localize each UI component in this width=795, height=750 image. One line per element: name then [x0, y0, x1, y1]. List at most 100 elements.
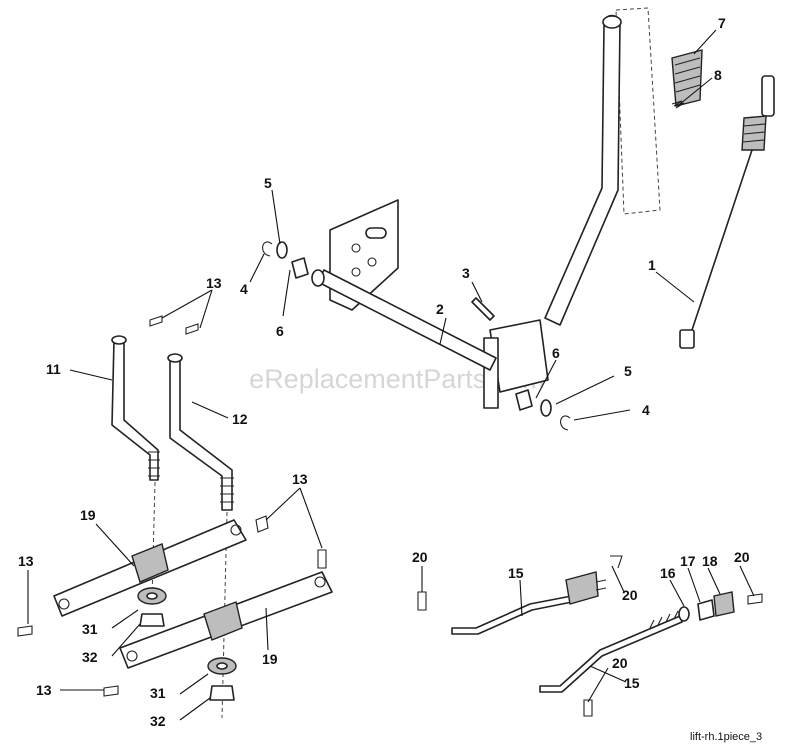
callout-20: 20 — [622, 587, 638, 603]
nut-17 — [697, 599, 715, 621]
callout-19: 19 — [262, 651, 278, 667]
callout-20: 20 — [612, 655, 628, 671]
callout-13: 13 — [18, 553, 34, 569]
trunnion-upper-bore — [146, 592, 158, 600]
bushing-left — [291, 257, 309, 279]
cotter-pin — [185, 323, 199, 335]
callout-3: 3 — [462, 265, 470, 281]
callout-31: 31 — [82, 621, 98, 637]
lift-link-right — [169, 357, 233, 511]
lift-link-right-top — [167, 353, 183, 363]
lift-rod-end — [679, 329, 695, 349]
callout-19: 19 — [80, 507, 96, 523]
callout-13: 13 — [206, 275, 222, 291]
callout-13: 13 — [36, 682, 52, 698]
plate-hole — [351, 267, 361, 277]
cotter-pin-20 — [417, 591, 427, 611]
cotter-pin — [317, 549, 327, 569]
grip-ribs — [674, 57, 701, 93]
callout-15: 15 — [624, 675, 640, 691]
callout-4: 4 — [240, 281, 248, 297]
callout-6: 6 — [276, 323, 284, 339]
lift-rod — [679, 75, 775, 349]
bracket-hole — [314, 576, 326, 588]
callout-8: 8 — [714, 67, 722, 83]
cotter-pin — [149, 315, 163, 327]
leader-lines — [27, 29, 755, 721]
callout-7: 7 — [718, 15, 726, 31]
callout-labels: 1 2 3 4 4 5 5 6 6 7 8 11 12 13 13 13 13 … — [18, 15, 750, 729]
callout-20: 20 — [412, 549, 428, 565]
nut-upper — [139, 613, 165, 627]
callout-16: 16 — [660, 565, 676, 581]
cotter-pin-20 — [610, 555, 623, 569]
button-spring — [671, 100, 685, 109]
right-hardware — [515, 389, 571, 431]
lift-link-left-top — [111, 335, 127, 345]
shaft-end — [311, 269, 325, 287]
axis-right — [221, 511, 228, 719]
bracket-hole — [230, 524, 242, 536]
lift-rod-spring-coils — [742, 123, 766, 143]
lift-shaft-assembly — [311, 199, 497, 371]
left-hardware — [262, 241, 309, 279]
bushing-right — [515, 389, 533, 411]
cotter-pin-20 — [747, 593, 763, 605]
lift-rod-lower — [539, 615, 683, 693]
plate-hole — [351, 243, 361, 253]
washer-right — [540, 399, 552, 417]
lift-lever — [544, 14, 621, 326]
callout-15: 15 — [508, 565, 524, 581]
bracket-hole — [58, 598, 70, 610]
callout-1: 1 — [648, 257, 656, 273]
bracket-block-upper — [131, 543, 169, 583]
callout-13: 13 — [292, 471, 308, 487]
lift-link-left — [111, 339, 159, 481]
lift-rod-block-upper-thread — [595, 579, 607, 591]
callout-2: 2 — [436, 301, 444, 317]
cotter-pins — [17, 315, 327, 697]
trunnion-lower-bore — [216, 662, 228, 670]
lever-top — [602, 15, 622, 29]
lift-links — [111, 335, 234, 719]
lever-bracket-plate — [483, 337, 499, 409]
lift-rod-shaft — [691, 149, 753, 331]
callout-18: 18 — [702, 553, 718, 569]
clevis-pin — [471, 297, 495, 321]
lift-arm-brackets — [53, 519, 333, 669]
diagram-code: lift-rh.1piece_3 — [690, 731, 762, 743]
cotter-pin — [103, 685, 119, 697]
lift-shaft — [317, 269, 497, 371]
cotter-pin-20 — [583, 699, 593, 717]
lift-rod-upper — [451, 593, 583, 635]
lift-rod-knob — [761, 75, 775, 117]
callout-11: 11 — [46, 361, 61, 377]
bracket-hole — [126, 650, 138, 662]
hairpin-clip-right — [560, 415, 571, 431]
trunnion-hardware — [137, 587, 237, 701]
plate-hole — [367, 257, 377, 267]
lift-rod-block-upper — [565, 571, 599, 605]
lift-link-left-thread — [148, 451, 160, 477]
callout-6: 6 — [552, 345, 560, 361]
washer-left — [276, 241, 288, 259]
callout-12: 12 — [232, 411, 248, 427]
callout-4: 4 — [642, 402, 650, 418]
lift-lever-assembly — [483, 7, 703, 409]
lift-rods-lower — [417, 555, 763, 717]
callout-5: 5 — [264, 175, 272, 191]
cotter-pin — [17, 625, 33, 637]
callout-17: 17 — [680, 553, 696, 569]
cotter-pin — [255, 515, 269, 533]
lift-rod-lower-thread — [649, 610, 679, 629]
hairpin-clip-left — [262, 241, 273, 257]
callout-5: 5 — [624, 363, 632, 379]
axis-left — [151, 481, 156, 601]
callout-20: 20 — [734, 549, 750, 565]
callout-32: 32 — [82, 649, 98, 665]
callout-31: 31 — [150, 685, 166, 701]
bracket-block-lower — [203, 601, 243, 641]
plate-stud — [365, 227, 387, 239]
washer-16 — [678, 606, 690, 622]
